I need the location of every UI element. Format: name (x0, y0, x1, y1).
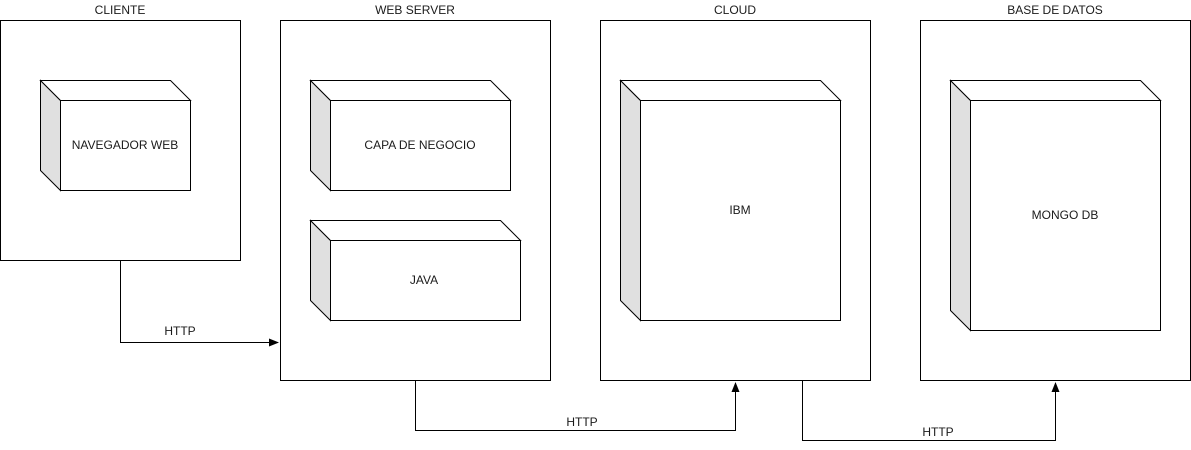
box-front (640, 100, 841, 321)
edge-line (120, 261, 279, 347)
node-label: MONGO DB (1032, 208, 1099, 222)
box-side (620, 79, 641, 322)
box-front (330, 240, 521, 321)
node-navegador-web[interactable]: NAVEGADOR WEB (39, 79, 192, 192)
node-java[interactable]: JAVA (309, 219, 522, 322)
node-label: CAPA DE NEGOCIO (364, 138, 475, 152)
box-top (619, 80, 842, 101)
edge-label: HTTP (164, 324, 195, 338)
box-top (309, 220, 522, 241)
container-title-base-de-datos: BASE DE DATOS (1007, 3, 1103, 17)
box-front (60, 100, 191, 191)
box-front (970, 100, 1161, 331)
box-top (949, 80, 1162, 101)
box-top (39, 80, 192, 101)
container-web-server[interactable] (280, 20, 551, 381)
node-label: NAVEGADOR WEB (72, 138, 178, 152)
edge-cliente-web-server[interactable]: HTTP (120, 261, 279, 347)
node-label: IBM (729, 203, 750, 217)
edge-label: HTTP (922, 425, 953, 439)
node-mongo-db[interactable]: MONGO DB (949, 79, 1162, 332)
edge-label: HTTP (566, 415, 597, 429)
edge-cloud-base-de-datos[interactable]: HTTP (802, 381, 1060, 441)
container-title-web-server: WEB SERVER (375, 3, 455, 17)
edge-line (802, 381, 1060, 441)
box-front (330, 100, 511, 191)
container-title-cloud: CLOUD (714, 3, 756, 17)
box-side (950, 79, 971, 332)
edge-line (415, 381, 740, 431)
node-capa-de-negocio[interactable]: CAPA DE NEGOCIO (309, 79, 512, 192)
node-ibm[interactable]: IBM (619, 79, 842, 322)
container-title-cliente: CLIENTE (95, 3, 146, 17)
box-top (309, 80, 512, 101)
node-label: JAVA (410, 273, 438, 287)
edge-web-server-cloud[interactable]: HTTP (415, 381, 740, 431)
